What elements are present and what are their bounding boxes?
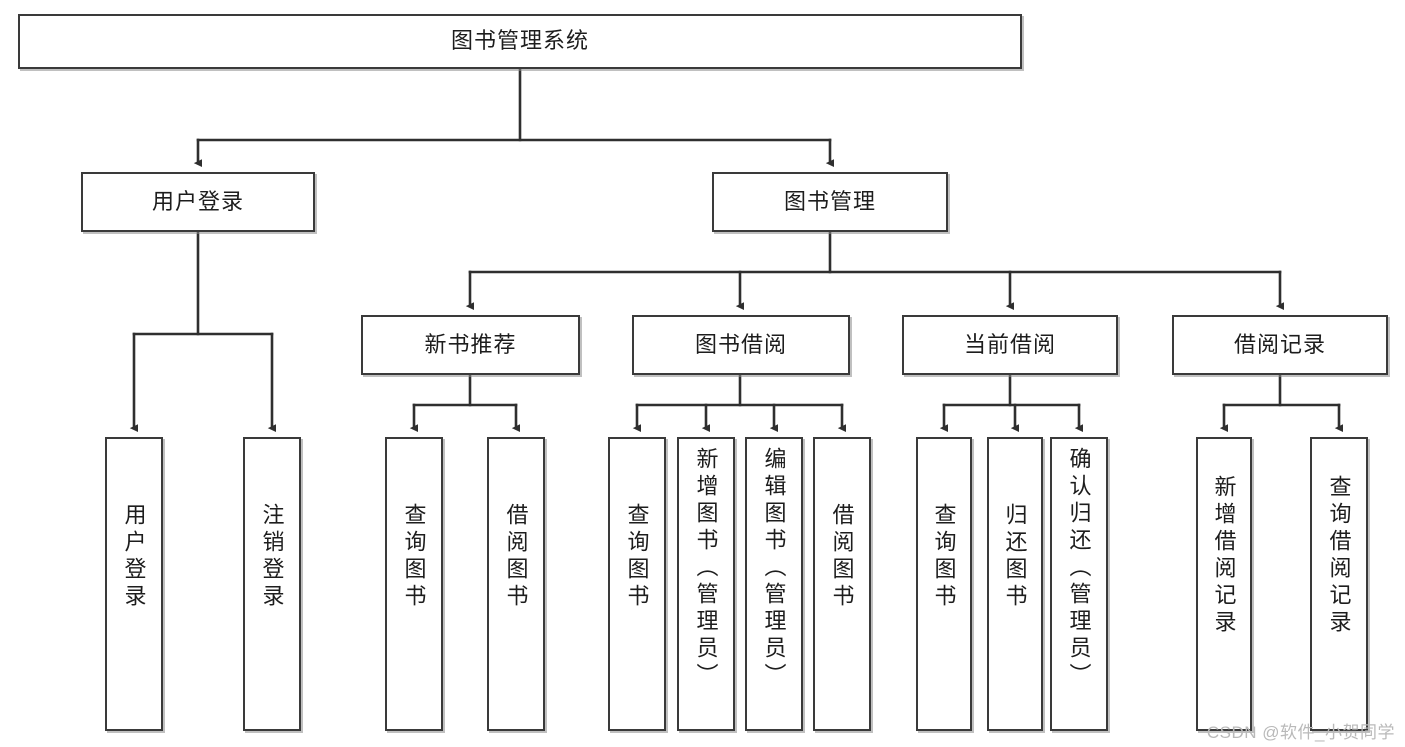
node-leaf-return-book[interactable]: 归还图书 [987,437,1043,731]
node-leaf-borrow-book-2-label: 借阅图书 [829,503,855,611]
node-new-book-recommend[interactable]: 新书推荐 [361,315,580,375]
node-leaf-query-book-3[interactable]: 查询图书 [916,437,972,731]
node-borrow-record-label: 借阅记录 [1233,331,1326,357]
node-leaf-query-book-2-label: 查询图书 [624,503,650,611]
node-root[interactable]: 图书管理系统 [18,14,1022,69]
node-book-management[interactable]: 图书管理 [712,172,948,232]
node-leaf-return-book-label: 归还图书 [1002,503,1028,611]
node-new-book-recommend-label: 新书推荐 [424,331,517,357]
node-borrow-record[interactable]: 借阅记录 [1172,315,1388,375]
node-book-borrow-label: 图书借阅 [694,331,787,357]
node-leaf-confirm-return-label: 确认归还（管理员） [1066,447,1092,690]
node-leaf-logout-label: 注销登录 [259,503,285,611]
node-book-management-label: 图书管理 [783,188,876,214]
node-root-label: 图书管理系统 [450,28,589,54]
node-leaf-query-book-3-label: 查询图书 [931,503,957,611]
node-leaf-borrow-book-2[interactable]: 借阅图书 [813,437,871,731]
node-leaf-add-record[interactable]: 新增借阅记录 [1196,437,1252,731]
node-user-login[interactable]: 用户登录 [81,172,315,232]
node-leaf-edit-book[interactable]: 编辑图书（管理员） [745,437,803,731]
node-book-borrow[interactable]: 图书借阅 [632,315,850,375]
node-current-borrow-label: 当前借阅 [963,331,1056,357]
node-leaf-edit-book-label: 编辑图书（管理员） [761,447,787,690]
node-leaf-borrow-book-1[interactable]: 借阅图书 [487,437,545,731]
node-leaf-query-book-2[interactable]: 查询图书 [608,437,666,731]
node-leaf-add-book-label: 新增图书（管理员） [693,447,719,690]
node-leaf-query-book-1[interactable]: 查询图书 [385,437,443,731]
node-leaf-query-record-label: 查询借阅记录 [1326,475,1352,637]
node-leaf-query-book-1-label: 查询图书 [401,503,427,611]
csdn-watermark: CSDN @软件_小贺同学 [1206,723,1395,742]
node-leaf-logout[interactable]: 注销登录 [243,437,301,731]
node-leaf-add-book[interactable]: 新增图书（管理员） [677,437,735,731]
node-leaf-borrow-book-1-label: 借阅图书 [503,503,529,611]
node-leaf-add-record-label: 新增借阅记录 [1211,475,1237,637]
node-user-login-label: 用户登录 [151,188,244,214]
node-leaf-query-record[interactable]: 查询借阅记录 [1310,437,1368,731]
node-leaf-confirm-return[interactable]: 确认归还（管理员） [1050,437,1108,731]
node-current-borrow[interactable]: 当前借阅 [902,315,1118,375]
node-leaf-user-login[interactable]: 用户登录 [105,437,163,731]
node-leaf-user-login-label: 用户登录 [121,503,147,611]
